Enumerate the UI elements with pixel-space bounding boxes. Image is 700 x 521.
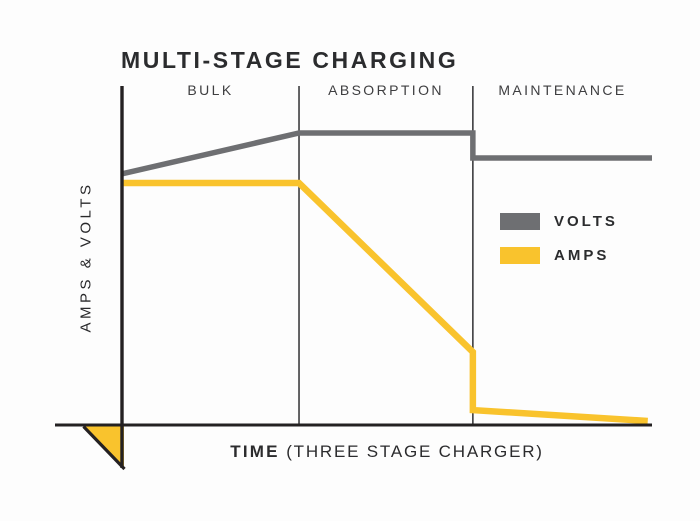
stage-label-bulk: BULK: [187, 82, 234, 98]
stage-label-maintenance: MAINTENANCE: [498, 82, 627, 98]
x-axis-label: TIME (THREE STAGE CHARGER): [122, 442, 652, 462]
stage-label-absorption: ABSORPTION: [328, 82, 444, 98]
legend-item-volts: VOLTS: [500, 213, 618, 230]
legend: VOLTS AMPS: [500, 213, 618, 264]
legend-label-amps: AMPS: [554, 247, 610, 264]
amps-line: [122, 179, 648, 425]
amps-color-swatch: [500, 247, 540, 264]
legend-label-volts: VOLTS: [554, 213, 618, 230]
stage-dividers: [298, 86, 474, 425]
volts-line: [121, 130, 652, 177]
chart-title: MULTI-STAGE CHARGING: [121, 47, 459, 73]
x-axis-label-bold: TIME: [230, 442, 280, 461]
legend-item-amps: AMPS: [500, 247, 618, 264]
x-axis-label-detail: (THREE STAGE CHARGER): [286, 442, 544, 461]
volts-color-swatch: [500, 213, 540, 230]
series-lines: [121, 130, 652, 425]
y-axis-label: AMPS & VOLTS: [77, 181, 95, 333]
origin-triangle-edge: [82, 425, 126, 471]
